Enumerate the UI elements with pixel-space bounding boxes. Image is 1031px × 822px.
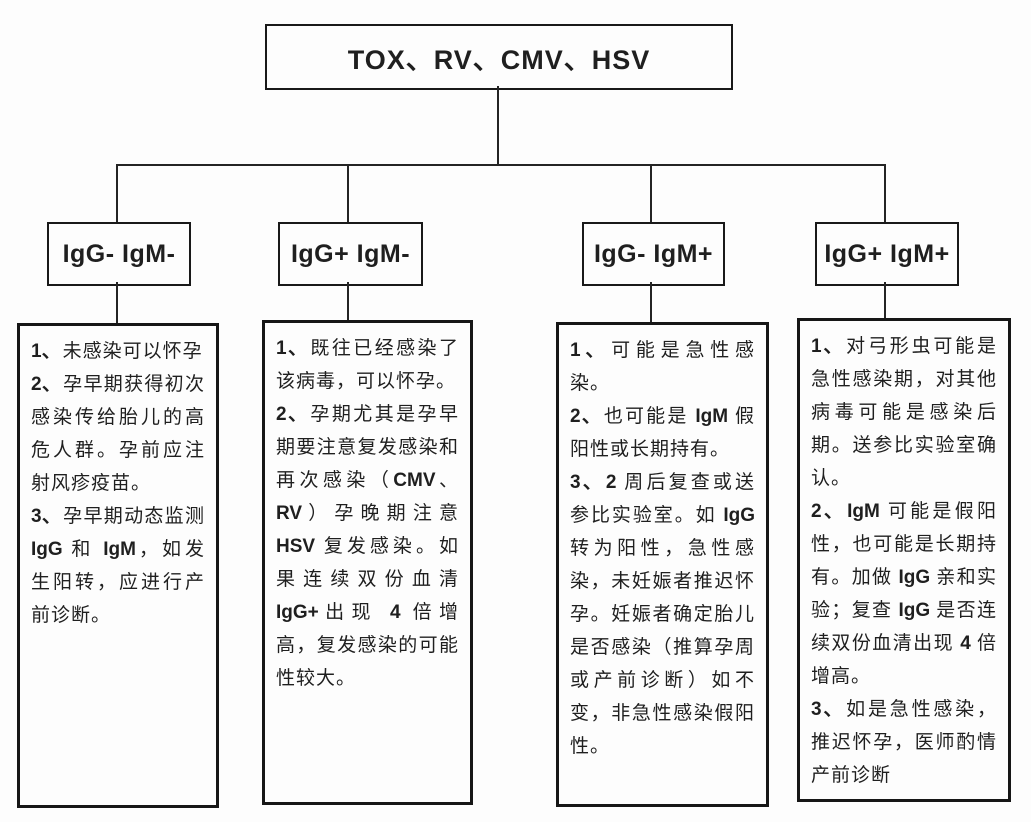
detail-box-igg-neg-igm-neg: 1、未感染可以怀孕 2、孕早期获得初次感染传给胎儿的高危人群。孕前应注射风疹疫苗… (17, 323, 219, 808)
connector-root-stem (497, 86, 499, 165)
detail-item: 2、孕早期获得初次感染传给胎儿的高危人群。孕前应注射风疹疫苗。 (31, 368, 205, 500)
detail-item: 1、未感染可以怀孕 (31, 335, 205, 368)
item-number: 3、 (811, 699, 845, 720)
item-number: 1、 (31, 341, 61, 362)
detail-item: 3、孕早期动态监测IgG 和 IgM，如发生阳转，应进行产前诊断。 (31, 500, 205, 632)
branch-label-igg-neg-igm-pos: IgG- IgM+ (582, 222, 725, 286)
detail-box-igg-pos-igm-neg: 1、既往已经感染了该病毒，可以怀孕。 2、孕期尤其是孕早期要注意复发感染和再次感… (262, 320, 473, 805)
item-text: 孕早期获得初次感染传给胎儿的高危人群。孕前应注射风疹疫苗。 (31, 374, 205, 494)
connector-drop-3 (650, 164, 652, 222)
item-number: 3、 (31, 506, 62, 527)
branch-label-igg-pos-igm-neg: IgG+ IgM- (278, 222, 423, 286)
item-text: IgM 可能是假阳性，也可能是长期持有。加做 IgG 亲和实验；复查 IgG 是… (811, 501, 997, 687)
detail-item: 1、对弓形虫可能是急性感染期，对其他病毒可能是感染后期。送参比实验室确认。 (811, 330, 997, 495)
item-number: 2、 (570, 406, 602, 427)
item-number: 1、 (276, 338, 309, 359)
connector-drop-2 (347, 164, 349, 222)
detail-item: 1、既往已经感染了该病毒，可以怀孕。 (276, 332, 459, 398)
item-text: 如是急性感染，推迟怀孕，医师酌情产前诊断 (811, 699, 997, 786)
connector-drop-1 (116, 164, 118, 222)
root-node: TOX、RV、CMV、HSV (265, 24, 733, 90)
item-number: 1、 (570, 340, 610, 361)
item-number: 3、 (570, 472, 604, 493)
root-node-label: TOX、RV、CMV、HSV (347, 44, 651, 75)
item-text: 未感染可以怀孕 (62, 341, 203, 362)
item-text: 也可能是 IgM 假阳性或长期持有。 (570, 406, 755, 460)
branch-label-igg-neg-igm-neg: IgG- IgM- (47, 222, 191, 286)
connector-drop-4 (884, 164, 886, 222)
connector-detail-2 (347, 282, 349, 320)
detail-item: 2、孕期尤其是孕早期要注意复发感染和再次感染（CMV、RV）孕晚期注意 HSV … (276, 398, 459, 695)
item-text: 可能是急性感染。 (570, 340, 755, 394)
detail-item: 3、2 周后复查或送参比实验室。如 IgG转为阳性，急性感染，未妊娠者推迟怀孕。… (570, 466, 755, 763)
detail-item: 2、也可能是 IgM 假阳性或长期持有。 (570, 400, 755, 466)
connector-detail-4 (884, 282, 886, 318)
branch-label-igg-pos-igm-pos: IgG+ IgM+ (815, 222, 959, 286)
item-text: 孕早期动态监测IgG 和 IgM，如发生阳转，应进行产前诊断。 (31, 506, 205, 626)
branch-label-text: IgG+ IgM- (290, 239, 411, 268)
branch-label-text: IgG- IgM- (62, 239, 176, 268)
item-number: 2、 (31, 374, 62, 395)
detail-item: 1、可能是急性感染。 (570, 334, 755, 400)
branch-label-text: IgG+ IgM+ (824, 239, 950, 268)
branch-label-text: IgG- IgM+ (593, 239, 714, 268)
item-number: 2、 (811, 501, 846, 522)
detail-item: 3、如是急性感染，推迟怀孕，医师酌情产前诊断 (811, 693, 997, 792)
item-text: 孕期尤其是孕早期要注意复发感染和再次感染（CMV、RV）孕晚期注意 HSV 复发… (276, 404, 459, 689)
detail-item: 2、IgM 可能是假阳性，也可能是长期持有。加做 IgG 亲和实验；复查 IgG… (811, 495, 997, 693)
connector-detail-3 (650, 282, 652, 322)
detail-box-igg-neg-igm-pos: 1、可能是急性感染。 2、也可能是 IgM 假阳性或长期持有。 3、2 周后复查… (556, 322, 769, 807)
connector-detail-1 (116, 282, 118, 323)
connector-branch-bar (116, 164, 886, 166)
item-number: 1、 (811, 336, 845, 357)
detail-box-igg-pos-igm-pos: 1、对弓形虫可能是急性感染期，对其他病毒可能是感染后期。送参比实验室确认。 2、… (797, 318, 1011, 802)
item-text: 2 周后复查或送参比实验室。如 IgG转为阳性，急性感染，未妊娠者推迟怀孕。妊娠… (570, 472, 755, 757)
item-text: 既往已经感染了该病毒，可以怀孕。 (276, 338, 459, 392)
item-text: 对弓形虫可能是急性感染期，对其他病毒可能是感染后期。送参比实验室确认。 (811, 336, 997, 489)
item-number: 2、 (276, 404, 309, 425)
